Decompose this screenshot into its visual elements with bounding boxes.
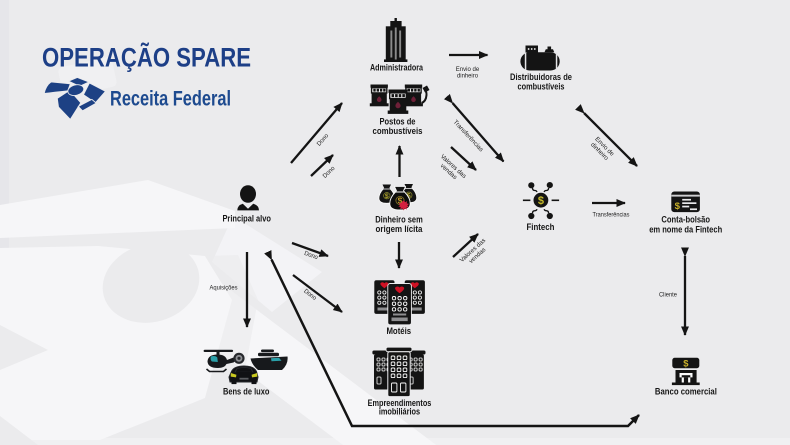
svg-text:Distribuidoras de: Distribuidoras de bbox=[510, 72, 572, 82]
svg-text:Envio de: Envio de bbox=[456, 66, 480, 73]
svg-text:OPERAÇÃO SPARE: OPERAÇÃO SPARE bbox=[42, 43, 251, 73]
svg-text:Cliente: Cliente bbox=[659, 292, 677, 299]
svg-text:Principal alvo: Principal alvo bbox=[222, 214, 271, 224]
svg-text:Aquisições: Aquisições bbox=[210, 285, 238, 292]
svg-text:$: $ bbox=[675, 201, 681, 212]
svg-text:Fintech: Fintech bbox=[527, 222, 555, 232]
svg-text:$: $ bbox=[407, 193, 411, 200]
svg-text:Empreendimentos: Empreendimentos bbox=[368, 398, 432, 408]
svg-text:dinheiro: dinheiro bbox=[457, 73, 479, 80]
svg-text:$: $ bbox=[385, 193, 389, 200]
svg-text:$: $ bbox=[538, 195, 544, 207]
svg-text:$: $ bbox=[398, 196, 403, 206]
svg-text:Administradora: Administradora bbox=[370, 63, 423, 73]
svg-text:imobiliários: imobiliários bbox=[379, 407, 420, 417]
svg-text:Receita Federal: Receita Federal bbox=[110, 87, 231, 111]
svg-text:origem lícita: origem lícita bbox=[376, 224, 423, 234]
svg-text:Postos de: Postos de bbox=[380, 117, 416, 127]
svg-text:Dinheiro sem: Dinheiro sem bbox=[375, 215, 423, 225]
svg-text:combustíveis: combustíveis bbox=[518, 82, 565, 92]
svg-text:Motéis: Motéis bbox=[386, 326, 411, 336]
svg-text:Dono: Dono bbox=[303, 250, 319, 262]
svg-text:em nome da Fintech: em nome da Fintech bbox=[649, 225, 722, 235]
svg-text:Transferências: Transferências bbox=[593, 212, 631, 219]
svg-text:Bens de luxo: Bens de luxo bbox=[223, 387, 270, 397]
svg-text:combustíveis: combustíveis bbox=[373, 126, 423, 136]
svg-text:Conta-bolsão: Conta-bolsão bbox=[661, 215, 710, 225]
svg-text:Banco comercial: Banco comercial bbox=[655, 387, 717, 397]
svg-text:$: $ bbox=[683, 358, 689, 369]
